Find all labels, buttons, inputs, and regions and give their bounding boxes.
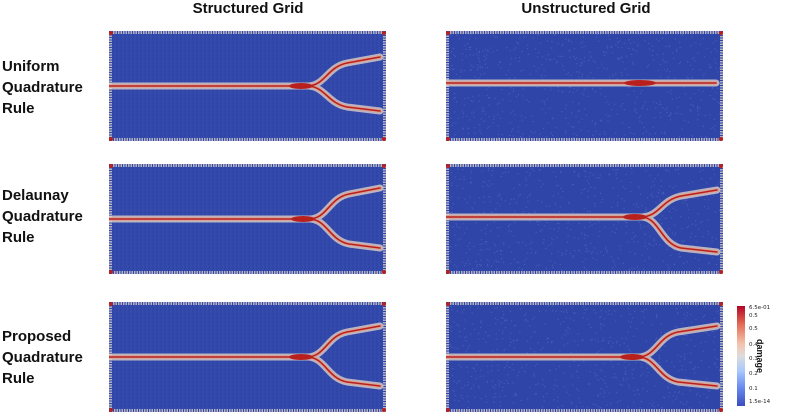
row-label-line: Quadrature (2, 208, 83, 225)
colorbar-tick: 0.5 (749, 313, 758, 319)
panel-delaunay-unstructured (446, 164, 723, 274)
row-label-line: Rule (2, 370, 35, 387)
colorbar-tick: 1.5e-14 (749, 399, 771, 405)
panel-delaunay-structured (109, 164, 386, 274)
colorbar-tick: 0.2 (749, 371, 758, 377)
panel-proposed-unstructured (446, 302, 723, 412)
colorbar-title: damage (755, 338, 765, 374)
column-header-unstructured: Unstructured Grid (521, 0, 651, 17)
row-label-line: Quadrature (2, 79, 83, 96)
row-label-line: Delaunay (2, 187, 69, 204)
row-label-line: Proposed (2, 328, 72, 345)
panel-uniform-unstructured (446, 31, 723, 141)
row-label-delaunay: Delaunay Quadrature Rule (2, 185, 112, 248)
row-label-line: Rule (2, 229, 35, 246)
row-label-line: Rule (2, 100, 35, 117)
colorbar (737, 306, 745, 406)
panel-uniform-structured (109, 31, 386, 141)
row-label-proposed: Proposed Quadrature Rule (2, 326, 112, 389)
panel-proposed-structured (109, 302, 386, 412)
colorbar-tick: 0.5 (749, 326, 758, 332)
row-label-line: Uniform (2, 58, 60, 75)
colorbar-tick: 0.1 (749, 386, 758, 392)
row-label-line: Quadrature (2, 349, 83, 366)
colorbar-tick: 6.5e-01 (749, 305, 771, 311)
colorbar-tick: 0.3 (749, 356, 758, 362)
colorbar-tick: 0.4 (749, 342, 758, 348)
row-label-uniform: Uniform Quadrature Rule (2, 56, 112, 119)
column-header-structured: Structured Grid (192, 0, 304, 17)
